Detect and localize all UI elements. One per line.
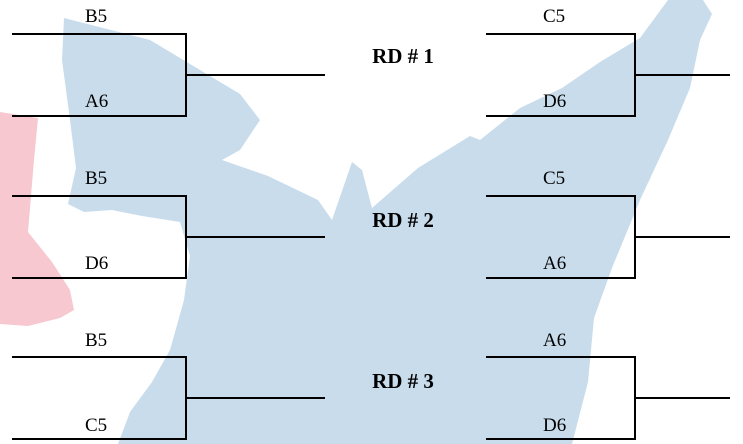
bracket-line — [12, 115, 187, 117]
bracket-line — [185, 397, 325, 399]
bracket-line — [12, 356, 187, 358]
bracket-line — [12, 33, 187, 35]
bracket-line — [185, 74, 325, 76]
team-label: D6 — [543, 91, 567, 112]
team-label: B5 — [85, 168, 108, 189]
round-label: RD # 3 — [372, 369, 434, 393]
team-label: C5 — [85, 415, 108, 436]
bracket-line — [634, 236, 730, 238]
bracket-line — [12, 195, 187, 197]
bracket-line — [486, 438, 636, 440]
watermark-red-shape — [0, 112, 74, 326]
team-label: A6 — [85, 91, 109, 112]
team-label: B5 — [85, 6, 108, 27]
bracket-line — [12, 438, 187, 440]
team-label: C5 — [543, 6, 566, 27]
bracket-line — [486, 356, 636, 358]
bracket-line — [185, 236, 325, 238]
team-label: D6 — [543, 415, 567, 436]
bracket-line — [486, 277, 636, 279]
round-label: RD # 2 — [372, 208, 434, 232]
team-label: C5 — [543, 168, 566, 189]
bracket-line — [634, 397, 730, 399]
bracket-line — [486, 195, 636, 197]
team-label: A6 — [543, 253, 567, 274]
team-label: A6 — [543, 330, 567, 351]
bracket-line — [634, 74, 730, 76]
bracket-line — [486, 33, 636, 35]
team-label: D6 — [85, 253, 109, 274]
bracket-line — [12, 277, 187, 279]
round-label: RD # 1 — [372, 44, 434, 68]
team-label: B5 — [85, 330, 108, 351]
watermark-blue-shape — [62, 0, 712, 444]
bracket-line — [486, 115, 636, 117]
